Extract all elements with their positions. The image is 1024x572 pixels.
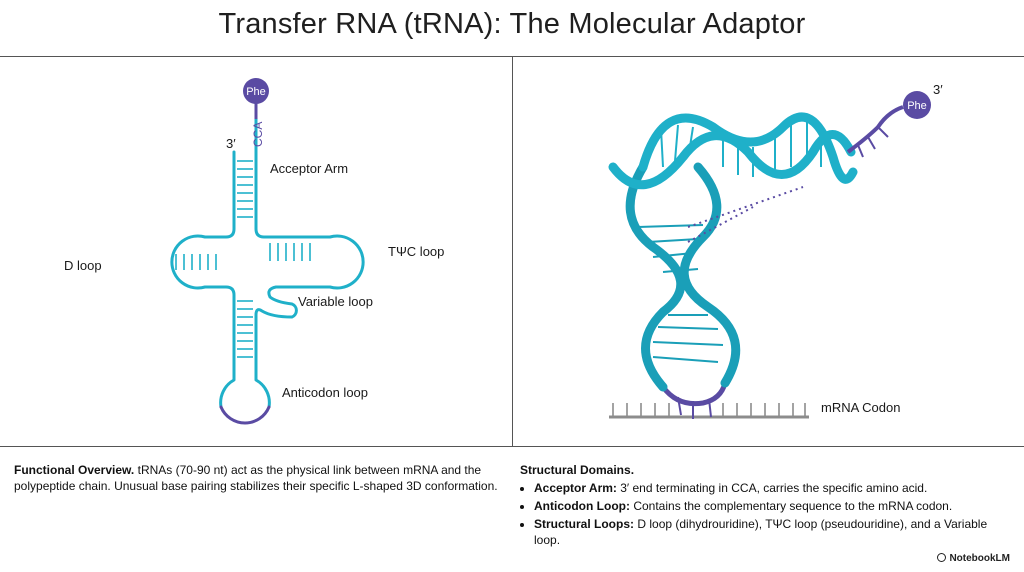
functional-overview: Functional Overview. tRNAs (70-90 nt) ac… (14, 462, 508, 494)
anticodon-strand (661, 382, 728, 407)
functional-overview-text: tRNAs (70-90 nt) act as the physical lin… (14, 463, 498, 493)
mrna-ticks (612, 403, 806, 416)
anticodon-loop-label: Anticodon loop (282, 385, 368, 400)
anticodon-arc (219, 405, 271, 425)
cca-tail-3d (846, 105, 904, 154)
vertical-helix (625, 162, 741, 392)
d-loop-label: D loop (64, 258, 102, 273)
anticodon-bases (677, 396, 712, 419)
cca-label: CCA (251, 122, 265, 147)
brand-label: NotebookLM (949, 553, 1010, 564)
horizontal-helix-rungs (660, 117, 822, 177)
tertiary-interactions (687, 186, 804, 243)
bottom-divider (0, 446, 1024, 447)
anticodon-arm-rungs (237, 300, 253, 358)
list-item: Acceptor Arm: 3′ end terminating in CCA,… (534, 480, 1010, 496)
domain-text: Contains the complementary sequence to t… (633, 499, 953, 513)
three-prime-label-3d: 3′ (933, 82, 943, 97)
list-item: Anticodon Loop: Contains the complementa… (534, 498, 1010, 514)
notebooklm-logo-icon (937, 553, 947, 562)
structural-domains-heading: Structural Domains. (520, 463, 635, 477)
top-divider (0, 56, 1024, 57)
domain-term: Structural Loops: (534, 517, 635, 531)
structural-domains: Structural Domains. Acceptor Arm: 3′ end… (520, 462, 1010, 550)
variable-loop-label: Variable loop (298, 294, 373, 309)
phe-label: Phe (246, 86, 266, 98)
center-divider (512, 57, 513, 446)
brand-mark: NotebookLM (937, 553, 1010, 564)
cloverleaf-backbone-left (170, 150, 236, 409)
vertical-helix-rungs (637, 224, 724, 363)
mrna-codon-label: mRNA Codon (821, 400, 900, 415)
domain-term: Anticodon Loop: (534, 499, 630, 513)
list-item: Structural Loops: D loop (dihydrouridine… (534, 516, 1010, 548)
horizontal-helix (608, 112, 858, 190)
cloverleaf-diagram: CCA Phe 3′ Acceptor Arm D loop TΨC loop … (64, 78, 444, 425)
l-shape-diagram: Phe 3′ mRNA Codon (608, 82, 943, 419)
d-arm-rungs (175, 254, 217, 270)
tail-bases (857, 126, 889, 158)
phe-label-3d: Phe (907, 100, 927, 112)
domain-text: 3′ end terminating in CCA, carries the s… (620, 481, 928, 495)
phe-circle-3d (903, 91, 931, 119)
acceptor-rungs (237, 160, 253, 218)
cloverleaf-backbone-right (254, 117, 365, 409)
tpsic-arm-rungs (269, 243, 311, 261)
phe-circle (243, 78, 269, 104)
domain-text: D loop (dihydrouridine), TΨC loop (pseud… (534, 517, 988, 547)
three-prime-label: 3′ (226, 136, 236, 151)
domain-term: Acceptor Arm: (534, 481, 617, 495)
tpsic-loop-label: TΨC loop (388, 244, 444, 259)
structural-domains-list: Acceptor Arm: 3′ end terminating in CCA,… (520, 480, 1010, 548)
acceptor-arm-label: Acceptor Arm (270, 161, 348, 176)
functional-overview-heading: Functional Overview. (14, 463, 135, 477)
page-title: Transfer RNA (tRNA): The Molecular Adapt… (218, 8, 806, 40)
